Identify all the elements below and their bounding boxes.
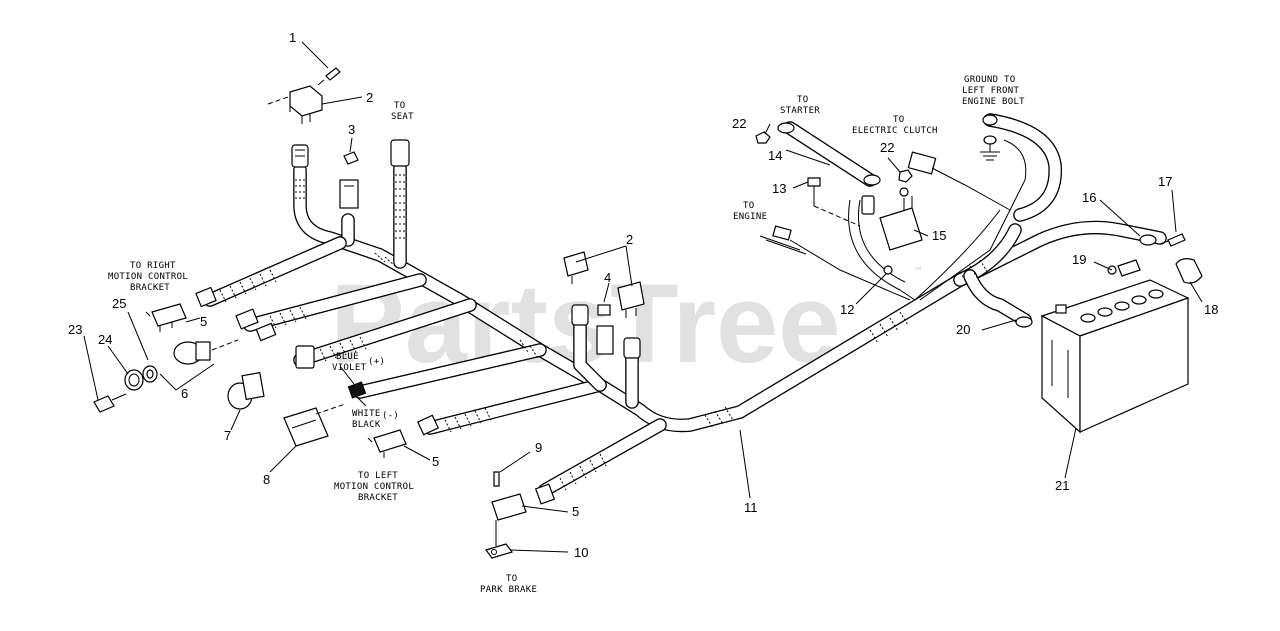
callout-20: 20 xyxy=(956,322,970,337)
callout-10: 10 xyxy=(574,545,588,560)
text-labels: TO SEAT TO RIGHT MOTION CONTROL BRACKET … xyxy=(108,75,1025,595)
screw-12 xyxy=(883,265,893,275)
bolt-13 xyxy=(807,177,861,227)
fuse-3 xyxy=(339,151,359,209)
callout-21: 21 xyxy=(1055,478,1069,493)
bezel-24 xyxy=(124,369,144,391)
ground-line3: ENGINE BOLT xyxy=(962,97,1025,107)
ground-terminal xyxy=(919,114,1027,301)
terminal-cap-18 xyxy=(1175,258,1203,284)
callout-22a: 22 xyxy=(732,116,746,131)
to-park-brake-line2: PARK BRAKE xyxy=(480,585,537,595)
relay-2-upper xyxy=(267,85,323,124)
solenoid-15 xyxy=(848,195,1001,301)
engine-connector xyxy=(759,225,911,301)
callout-8: 8 xyxy=(263,472,270,487)
light-7 xyxy=(227,371,265,410)
plus-label: (+) xyxy=(368,357,385,367)
to-engine-line2: ENGINE xyxy=(733,212,767,222)
fuse-4 xyxy=(596,304,614,355)
seat-connector xyxy=(390,139,410,167)
main-harness xyxy=(203,113,1167,497)
right-motion-connector xyxy=(195,286,277,342)
nut-22-right xyxy=(898,169,913,197)
watermark-tm: ™ xyxy=(915,265,922,278)
harness-connector-top xyxy=(291,144,309,168)
switch-5-park xyxy=(491,483,556,546)
ignition-switch-6 xyxy=(173,339,239,365)
to-right-motion-line3: BRACKET xyxy=(130,283,170,293)
callout-11: 11 xyxy=(744,500,758,515)
callout-numbers: 1 2 3 2 4 5 5 5 6 7 8 9 10 11 12 13 14 1… xyxy=(68,30,1218,560)
clutch-connector xyxy=(907,151,1011,211)
white-label: WHITE xyxy=(352,409,381,419)
ground-line2: LEFT FRONT xyxy=(962,86,1019,96)
to-engine-line1: TO xyxy=(743,201,754,211)
callout-17: 17 xyxy=(1158,174,1172,189)
cable-20-end xyxy=(1015,316,1033,328)
minus-label: (-) xyxy=(382,411,399,421)
screw-1 xyxy=(317,67,341,86)
terminal-10 xyxy=(485,543,513,559)
violet-label: VIOLET xyxy=(332,363,367,373)
to-seat-line2: SEAT xyxy=(391,112,414,122)
to-right-motion-line2: MOTION CONTROL xyxy=(108,272,188,282)
callout-14: 14 xyxy=(768,148,782,163)
blue-label: BLUE xyxy=(336,352,359,362)
to-left-motion-line2: MOTION CONTROL xyxy=(334,482,414,492)
convolute-sections xyxy=(219,174,989,491)
relay-2-lower xyxy=(563,251,645,318)
cable-14-ends xyxy=(777,122,881,186)
callout-25: 25 xyxy=(112,296,126,311)
callout-1: 1 xyxy=(289,30,296,45)
callout-24: 24 xyxy=(98,332,112,347)
callout-19: 19 xyxy=(1072,252,1086,267)
to-right-motion-line1: TO RIGHT xyxy=(130,261,176,271)
bolt-17 xyxy=(1159,233,1186,247)
callout-7: 7 xyxy=(224,428,231,443)
callout-13: 13 xyxy=(772,181,786,196)
key-23 xyxy=(93,393,127,413)
callout-5a: 5 xyxy=(200,314,207,329)
nut-22-left xyxy=(755,131,771,144)
switch-8 xyxy=(283,403,346,447)
black-label: BLACK xyxy=(352,420,381,430)
callout-3: 3 xyxy=(348,122,355,137)
to-electric-clutch-line2: ELECTRIC CLUTCH xyxy=(852,126,938,136)
to-park-brake-line1: TO xyxy=(506,574,517,584)
to-left-motion-line3: BRACKET xyxy=(358,493,398,503)
callout-9: 9 xyxy=(535,440,542,455)
callout-5c: 5 xyxy=(572,504,579,519)
nut-25 xyxy=(142,365,158,383)
callout-5b: 5 xyxy=(432,454,439,469)
callout-2b: 2 xyxy=(626,232,633,247)
to-starter-line2: STARTER xyxy=(780,106,820,116)
callout-22b: 22 xyxy=(880,140,894,155)
blue-violet-connector xyxy=(295,345,367,399)
callout-12: 12 xyxy=(840,302,854,317)
leader-lines xyxy=(83,41,1203,553)
screw-9 xyxy=(493,471,500,487)
to-starter-line1: TO xyxy=(797,95,808,105)
callout-18: 18 xyxy=(1204,302,1218,317)
callout-6: 6 xyxy=(181,386,188,401)
ground-line1: GROUND TO xyxy=(964,75,1015,85)
to-seat-line1: TO xyxy=(394,101,405,111)
callout-2: 2 xyxy=(366,90,373,105)
harness-connectors-mid xyxy=(571,304,641,359)
to-left-motion-line1: TO LEFT xyxy=(358,471,398,481)
cable-16-end xyxy=(1139,234,1157,246)
to-electric-clutch-line1: TO xyxy=(893,115,904,125)
callout-15: 15 xyxy=(932,228,946,243)
callout-4: 4 xyxy=(604,270,611,285)
battery-21 xyxy=(1040,279,1190,434)
terminal-19 xyxy=(1107,259,1141,277)
callout-23: 23 xyxy=(68,322,82,337)
callout-16: 16 xyxy=(1082,190,1096,205)
left-motion-connector xyxy=(367,414,440,458)
switch-5-right xyxy=(145,303,187,332)
